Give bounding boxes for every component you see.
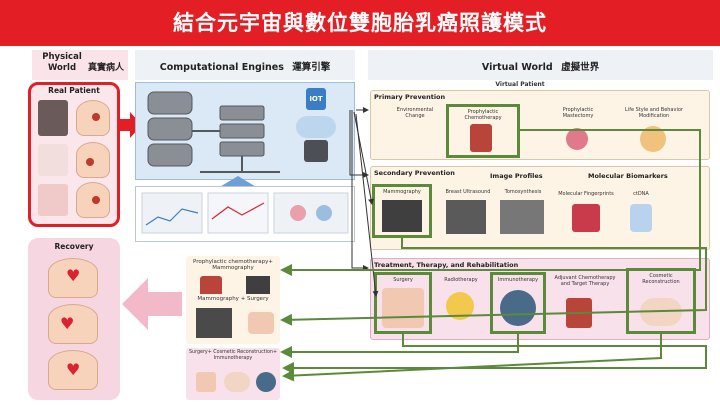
patient-photo-1 [38,100,68,136]
image-profiles-title: Image Profiles [490,172,543,180]
prophylactic-chemo-frame [446,104,520,158]
server-diagram [147,91,280,173]
tumor-marker-2 [86,158,94,166]
ctdna-icon [630,204,652,232]
engines-zh-label: 運算引擎 [292,62,331,73]
engines-header [135,50,355,80]
virtual-world-label: Virtual World 虛擬世界 [368,59,713,73]
outcome-1-label: Prophylactic chemotherapy+ Mammography [193,259,273,272]
iot-icon: IOT [306,88,326,110]
page-title: 結合元宇宙與數位雙胞胎乳癌照護模式 [0,0,720,46]
mammogram-image [382,200,422,232]
surgery-image [382,288,424,328]
ultrasound-image [446,200,486,234]
patient-photo-2 [38,144,68,176]
primary-item-1-label: Environmental Change [396,107,434,119]
physical-world-label: Physical World [42,52,82,73]
molecular-biomarkers-title: Molecular Biomarkers [588,172,668,180]
dashboard-charts [141,192,349,234]
secondary-item-2-label: Breast Ultrasound [445,189,491,195]
tumor-marker-1 [92,113,100,121]
tumor-marker-3 [92,196,100,204]
cloud-icon [296,116,336,138]
immunotherapy-frame [490,272,546,334]
recovery-label: Recovery [54,242,94,251]
pill-bottle-icon [470,124,492,152]
iot-label: IOT [309,95,323,103]
feedback-arrow [218,176,258,188]
outcome-3-image-a [196,372,216,392]
virtual-patient-label: Virtual Patient [495,81,545,88]
secondary-item-4-label: Molecular Fingerprints [558,191,614,197]
secondary-prevention-title: Secondary Prevention [374,169,455,177]
secondary-item-5-label: ctDNA [633,191,649,197]
treatment-item-3-label: Immunotherapy [497,277,539,283]
heart-icon-1: ♥ [66,266,81,285]
physical-world-header [32,50,128,80]
mastectomy-icon [566,128,588,150]
virtual-world-header [368,50,713,80]
recovery-arrow [122,278,182,330]
device-icon [304,140,328,162]
outcome-2-label: Mammography + Surgery [197,296,269,302]
primary-item-2-label: Prophylactic Chemotherapy [464,109,502,121]
heart-icon-2: ♥ [60,314,75,333]
primary-item-4-label: Life Style and Behavior Modification [625,107,683,119]
outcome-2-image-b [248,312,274,334]
real-patient-label: Real Patient [48,86,100,95]
treatment-item-4-label: Adjuvant Chemotherapy and Target Therapy [554,275,616,287]
virtual-en-label: Virtual World [481,62,553,73]
surgery-frame [374,272,432,334]
outcome-3-image-b [224,372,250,392]
immune-cell-icon [500,290,536,326]
virtual-zh-label: 虛擬世界 [561,62,600,73]
recovered-torso-3 [48,350,98,390]
primary-item-3-label: Prophylactic Mastectomy [562,107,594,119]
mammography-frame [372,184,432,238]
outcome-3-label: Surgery+ Cosmetic Reconstruction+ Immuno… [188,350,278,361]
tomosynthesis-image [500,200,544,234]
secondary-item-3-label: Tomosynthesis [504,189,542,195]
treatment-title: Treatment, Therapy, and Rehabilitation [374,261,519,269]
outcome-2-image-a [196,308,232,338]
physical-world-zh-label: 真實病人 [87,63,124,73]
engines-en-label: Computational Engines [159,62,284,73]
heart-icon-3: ♥ [66,360,81,379]
patient-photo-3 [38,184,68,216]
treatment-item-2-label: Radiotherapy [444,277,478,283]
fingerprint-icon [572,204,600,232]
treatment-item-1-label: Surgery [393,277,413,283]
engines-label: Computational Engines 運算引擎 [135,59,355,73]
secondary-item-1-label: Mammography [383,189,421,195]
outcome-3-image-c [256,372,276,392]
treatment-item-5-label: Cosmetic Reconstruction [642,273,680,285]
primary-prevention-title: Primary Prevention [374,93,446,101]
recovered-torso-1 [48,258,98,298]
recovered-torso-2 [48,304,98,344]
